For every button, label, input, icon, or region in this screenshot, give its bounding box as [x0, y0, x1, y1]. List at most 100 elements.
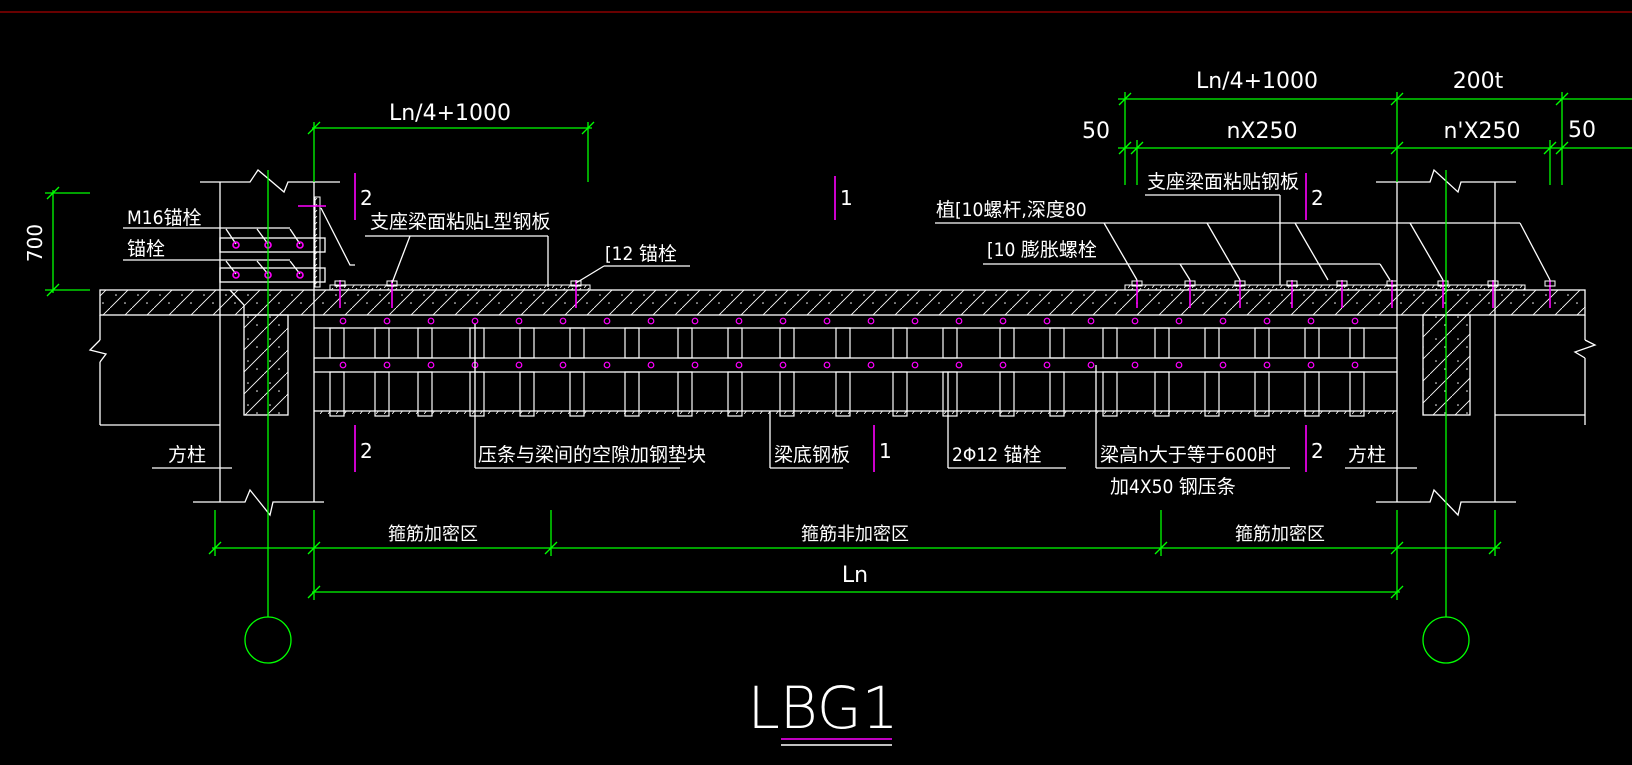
label-anchor: 锚栓	[127, 238, 165, 260]
section-label: 2	[1311, 439, 1324, 463]
dimension-tick	[1390, 541, 1404, 555]
bolt-lower	[779, 361, 787, 369]
label-gap-shim: 压条与梁间的空隙加钢垫块	[478, 444, 706, 466]
stirrup-lower	[469, 371, 485, 417]
stirrup-lower	[779, 371, 795, 417]
dimension-tick	[1543, 141, 1557, 155]
stirrup-lower	[1304, 371, 1320, 417]
bolt-lower	[1131, 361, 1139, 369]
dim-offset-left: 50	[1082, 119, 1110, 144]
dim-left-top: Ln/4+1000	[389, 101, 511, 126]
stirrups	[329, 327, 1365, 417]
zone-middle-label: 箍筋非加密区	[801, 524, 909, 545]
stirrup-upper	[1204, 327, 1220, 359]
bolt-lower	[339, 361, 347, 369]
stirrup-lower	[1349, 371, 1365, 417]
bolt-upper	[471, 317, 479, 325]
bolt-upper	[691, 317, 699, 325]
dimension-tick	[208, 541, 222, 555]
dim-offset-right: 50	[1568, 118, 1596, 143]
slab-break-left	[88, 315, 108, 425]
dimension-tick	[581, 121, 595, 135]
slab-break-right	[1573, 315, 1597, 425]
stirrup-lower	[942, 371, 958, 417]
bolt-upper	[647, 317, 655, 325]
dim-nx250: nX250	[1226, 119, 1297, 144]
label-m16-anchor: M16锚栓	[127, 207, 202, 229]
dimension-tick	[1390, 92, 1404, 106]
drawing-title-block: LBG1	[747, 674, 899, 746]
bolt-upper	[867, 317, 875, 325]
anchor-nut	[1544, 280, 1556, 287]
bolt-lower	[999, 361, 1007, 369]
label-column-right: 方柱	[1348, 444, 1386, 466]
top-anchors	[334, 280, 1556, 308]
dimension-tick	[1154, 541, 1168, 555]
bolt-upper	[515, 317, 523, 325]
bolt-upper	[779, 317, 787, 325]
bolt-upper	[1219, 317, 1227, 325]
dimension-tick	[1555, 92, 1569, 106]
leader-lines	[152, 194, 1551, 469]
dim-200t: 200t	[1453, 69, 1504, 94]
stirrup-upper	[1102, 327, 1118, 359]
beam-body	[314, 327, 1397, 414]
anchor-nut	[1234, 280, 1246, 287]
anchor-nut	[334, 280, 346, 287]
stirrup-lower	[1254, 371, 1270, 417]
label-anchor-12: [12 锚栓	[605, 243, 677, 265]
bolt-upper	[1307, 317, 1315, 325]
drawing-title: LBG1	[747, 674, 898, 742]
stirrup-lower	[1154, 371, 1170, 417]
dim-right-top: Ln/4+1000	[1196, 69, 1318, 94]
stirrup-lower	[519, 371, 535, 417]
bolt-lower	[647, 361, 655, 369]
bolt-upper	[559, 317, 567, 325]
bolt-lower	[867, 361, 875, 369]
bolt-upper	[339, 317, 347, 325]
bolt-lower	[515, 361, 523, 369]
section-mark-labels: 2 1 2 2 1 2	[360, 186, 1324, 463]
dimension-tick	[1390, 141, 1404, 155]
dimension-tick	[307, 121, 321, 135]
stirrup-upper	[1304, 327, 1320, 359]
bolt-upper	[427, 317, 435, 325]
dim-n-prime-x250: n'X250	[1443, 119, 1520, 144]
section-marks	[354, 173, 1307, 472]
top-steel-plate	[329, 284, 1526, 291]
bolt-lower	[1263, 361, 1271, 369]
axis-bubble-left	[244, 616, 292, 664]
anchor-nut	[1286, 280, 1298, 287]
stirrup-lower	[329, 371, 345, 417]
axis-bubble-right	[1422, 616, 1470, 664]
zone-left-label: 箍筋加密区	[388, 524, 478, 545]
dimension-tick	[544, 541, 558, 555]
label-support-plate-right: 支座梁面粘贴钢板	[1147, 171, 1299, 193]
stirrup-lower	[892, 371, 908, 417]
label-bottom-plate: 梁底钢板	[774, 444, 850, 466]
dimension-text: Ln/4+1000 Ln/4+1000 200t nX250 n'X250 50…	[23, 69, 1596, 588]
bolt-lower	[1219, 361, 1227, 369]
stirrup-lower	[569, 371, 585, 417]
stirrup-upper	[469, 327, 485, 359]
dimension-tick	[1118, 92, 1132, 106]
bolt-upper	[1043, 317, 1051, 325]
bolt-lower	[1351, 361, 1359, 369]
bolt-upper	[603, 317, 611, 325]
dimension-tick	[46, 186, 60, 200]
dimension-lines	[45, 92, 1632, 600]
bolt-lower	[911, 361, 919, 369]
anchor-nut	[1131, 280, 1143, 287]
stirrup-lower	[374, 371, 390, 417]
stirrup-upper	[569, 327, 585, 359]
bolt-upper	[1175, 317, 1183, 325]
stirrup-upper	[892, 327, 908, 359]
bolt-lower	[735, 361, 743, 369]
bolt-lower	[559, 361, 567, 369]
bolt-upper	[383, 317, 391, 325]
dimension-tick	[1488, 541, 1502, 555]
label-rebar-10: 植[10螺杆,深度80	[936, 199, 1087, 221]
slab	[99, 289, 1586, 316]
label-column-left: 方柱	[168, 444, 206, 466]
